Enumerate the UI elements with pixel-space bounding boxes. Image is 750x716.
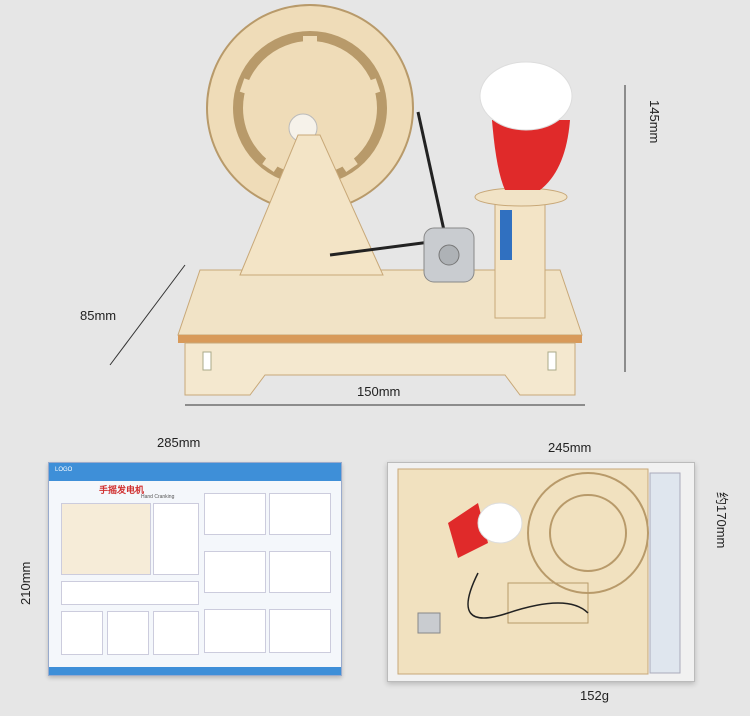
base-plate-edge (178, 335, 582, 343)
wheel-stand (239, 134, 384, 276)
manual-preview-image (61, 503, 151, 575)
manual-step-8 (204, 609, 266, 653)
package-height-label: 约170mm (714, 492, 729, 549)
manual-step-2 (269, 493, 331, 535)
manual-header-bar (49, 463, 341, 481)
manual-step-5 (61, 611, 103, 655)
instruction-manual: LOGO 手摇发电机 Hand Cranking (48, 462, 342, 676)
bulb-red-shell (492, 120, 570, 190)
depth-label: 85mm (80, 308, 117, 323)
manual-step-1 (204, 493, 266, 535)
packaged-kit-bag (387, 462, 695, 682)
manual-text-block (153, 503, 199, 575)
manual-height-label: 210mm (18, 561, 33, 605)
manual-subtitle: Hand Cranking (141, 494, 175, 500)
slot-left (202, 351, 212, 371)
slot-right (547, 351, 557, 371)
manual-step-7 (153, 611, 199, 655)
height-label: 145mm (647, 100, 662, 144)
manual-parts-image (61, 581, 199, 605)
packaged-kit-contents (397, 468, 681, 675)
weight-label: 152g (580, 688, 609, 703)
bulb-white-dome (479, 61, 573, 131)
battery-strip (500, 210, 512, 260)
base-front-panel (184, 342, 576, 396)
width-label: 150mm (357, 384, 401, 399)
manual-step-4 (269, 551, 331, 593)
lamp-holder (474, 187, 568, 207)
manual-step-6 (107, 611, 149, 655)
manual-logo: LOGO (55, 467, 73, 473)
manual-title: 手摇发电机 (99, 485, 145, 495)
generator-model-illustration (109, 4, 626, 406)
drive-belt (416, 111, 447, 236)
manual-footer-bar (49, 667, 341, 675)
package-width-label: 245mm (548, 440, 592, 455)
depth-dim-line (109, 264, 186, 366)
manual-step-9 (269, 609, 331, 653)
manual-width-label: 285mm (157, 435, 201, 450)
manual-step-3 (204, 551, 266, 593)
